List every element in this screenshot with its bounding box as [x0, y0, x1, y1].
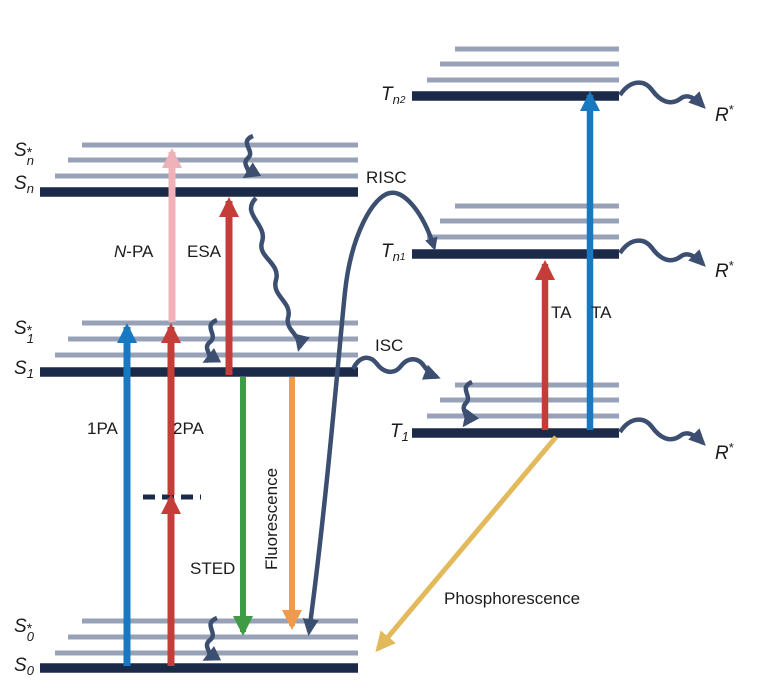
risc-curve-arrow — [302, 190, 438, 636]
sn-to-s1-wavy-arrow — [248, 196, 310, 352]
label-rstar-middle: R* — [715, 258, 734, 282]
label-2pa: 2PA — [173, 419, 204, 438]
label-phosphorescence: Phosphorescence — [444, 589, 581, 608]
label-s0: S0 — [14, 655, 34, 678]
label-risc: RISC — [366, 168, 407, 187]
label-t1: T1 — [390, 421, 409, 444]
label-rstar-bottom: R* — [715, 440, 734, 464]
label-tn2: Tn2 — [381, 84, 406, 107]
label-npa: N-PA — [114, 242, 154, 261]
label-sted: STED — [190, 559, 236, 578]
sn-internal-conversion-wavy — [242, 133, 262, 179]
label-ta-right: TA — [591, 303, 612, 322]
label-ta-left: TA — [551, 303, 572, 322]
tn2-level-group — [412, 46, 619, 101]
isc-wavy-arrow — [350, 355, 441, 380]
label-sn-star: S*n — [14, 140, 34, 168]
label-tn1: Tn1 — [381, 241, 406, 264]
s1-level-group — [40, 320, 358, 377]
label-sn: Sn — [14, 173, 34, 196]
t1-to-rstar-wavy-arrow — [618, 417, 706, 446]
label-esa: ESA — [187, 242, 222, 261]
t1-internal-conversion-wavy — [461, 379, 480, 428]
label-fluorescence: Fluorescence — [262, 467, 281, 570]
label-s1: S1 — [14, 358, 34, 381]
sn-level-group — [40, 142, 358, 197]
tn2-to-rstar-wavy-arrow — [618, 80, 706, 109]
label-isc: ISC — [375, 336, 404, 355]
label-s0-star: S*0 — [14, 616, 34, 644]
s0-internal-conversion-wavy — [202, 615, 222, 662]
label-1pa: 1PA — [87, 419, 118, 438]
s1-internal-conversion-wavy — [202, 317, 222, 364]
phosphorescence-arrow — [375, 435, 558, 653]
label-s1-star: S*1 — [14, 318, 34, 346]
label-rstar-top: R* — [715, 102, 734, 126]
tn1-to-rstar-wavy-arrow — [618, 238, 706, 267]
